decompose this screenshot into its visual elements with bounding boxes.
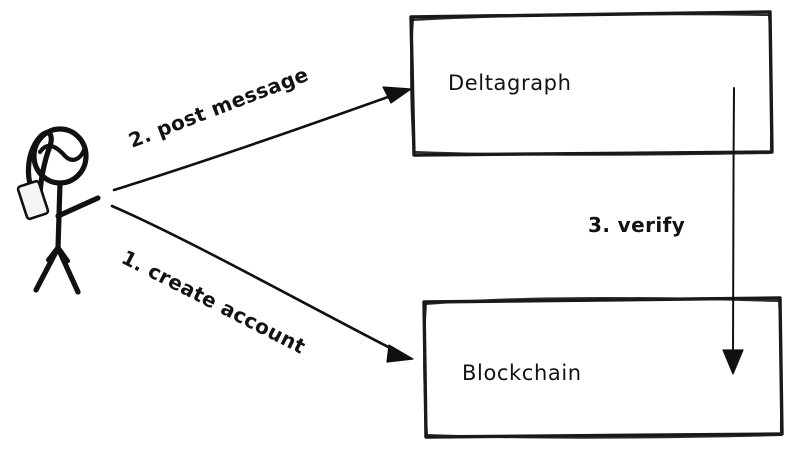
deltagraph-box-bottom-sketch <box>414 150 772 156</box>
figure-right-arm <box>55 195 101 219</box>
post-message-arrow-head <box>382 86 412 104</box>
blockchain-box-right-sketch <box>777 298 783 437</box>
phone-icon <box>16 179 50 221</box>
post-message-label: 2. post message <box>125 62 312 153</box>
edge-verify[interactable]: 3. verify <box>588 87 744 375</box>
node-blockchain[interactable]: Blockchain <box>422 296 784 439</box>
verify-arrow-head <box>722 349 744 375</box>
blockchain-box-top-sketch <box>424 296 780 306</box>
deltagraph-box-top-sketch <box>411 13 770 22</box>
deltagraph-box-left-sketch <box>410 17 416 155</box>
node-deltagraph[interactable]: Deltagraph <box>409 10 774 157</box>
post-message-arrow-line <box>112 90 404 192</box>
blockchain-label: Blockchain <box>462 361 582 385</box>
verify-label: 3. verify <box>588 213 685 237</box>
create-account-arrow-head <box>386 344 414 363</box>
figure-hip-accent <box>45 244 71 264</box>
edge-post-message[interactable]: 2. post message <box>112 62 412 192</box>
figure-right-leg <box>55 245 81 295</box>
blockchain-box-left-sketch <box>423 301 429 438</box>
blockchain-box-bottom-sketch <box>425 433 783 439</box>
deltagraph-box-right-sketch <box>767 12 773 154</box>
figure-raised-arm <box>25 130 54 203</box>
edge-create-account[interactable]: 1. create account <box>110 204 414 363</box>
stick-figure-user[interactable] <box>16 126 101 295</box>
verify-arrow-line <box>732 87 735 357</box>
deltagraph-label: Deltagraph <box>448 71 572 95</box>
create-account-label: 1. create account <box>118 245 310 359</box>
create-account-arrow-line <box>110 204 400 354</box>
